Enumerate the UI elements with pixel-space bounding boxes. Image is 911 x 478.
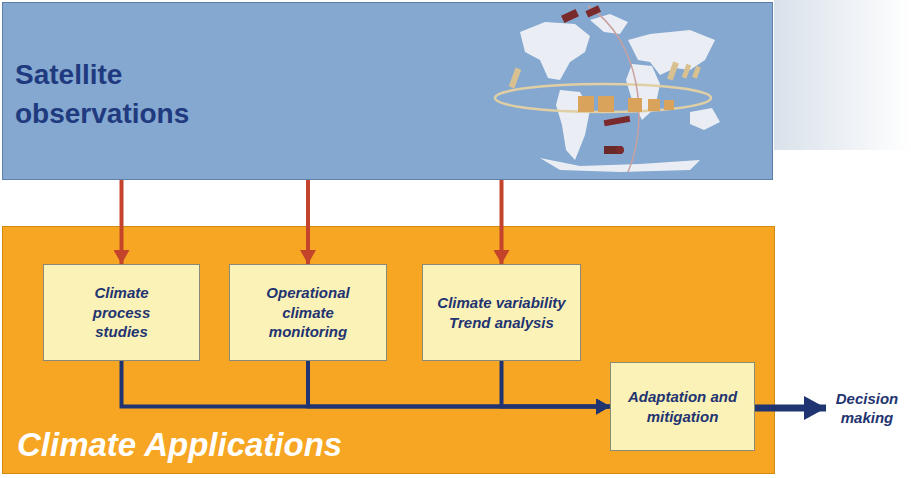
box-label: Adaptation and mitigation bbox=[619, 387, 747, 426]
box-label: Climate variability Trend analysis bbox=[427, 293, 576, 332]
source-band: Satellite observations bbox=[2, 2, 773, 180]
band-heading: Satellite observations bbox=[15, 55, 265, 133]
arrow-connector bbox=[500, 180, 504, 264]
world-map bbox=[520, 14, 720, 172]
orbit-ring bbox=[495, 84, 711, 112]
outcome-label: Decision making bbox=[826, 386, 908, 430]
arrow-connector bbox=[308, 361, 610, 407]
polar-orbit bbox=[588, 6, 639, 172]
band-heading: Climate Applications bbox=[17, 424, 774, 467]
arrow-connector bbox=[122, 361, 611, 407]
process-box: Climate process studies bbox=[43, 264, 200, 361]
application-band: Climate Applications Climate process stud… bbox=[2, 226, 775, 474]
satellites bbox=[509, 5, 701, 154]
process-box: Adaptation and mitigation bbox=[610, 362, 755, 451]
arrow-connector bbox=[755, 405, 826, 412]
fade-panel bbox=[774, 0, 911, 150]
band-heading: Decision making bbox=[828, 389, 906, 428]
arrow-connector bbox=[502, 361, 611, 407]
arrow-connector bbox=[306, 180, 310, 264]
arrow-connector bbox=[120, 180, 124, 264]
process-box: Climate variability Trend analysis bbox=[422, 264, 581, 361]
box-label: Operational climate monitoring bbox=[252, 283, 364, 342]
process-box: Operational climate monitoring bbox=[229, 264, 387, 361]
box-label: Climate process studies bbox=[81, 283, 163, 342]
